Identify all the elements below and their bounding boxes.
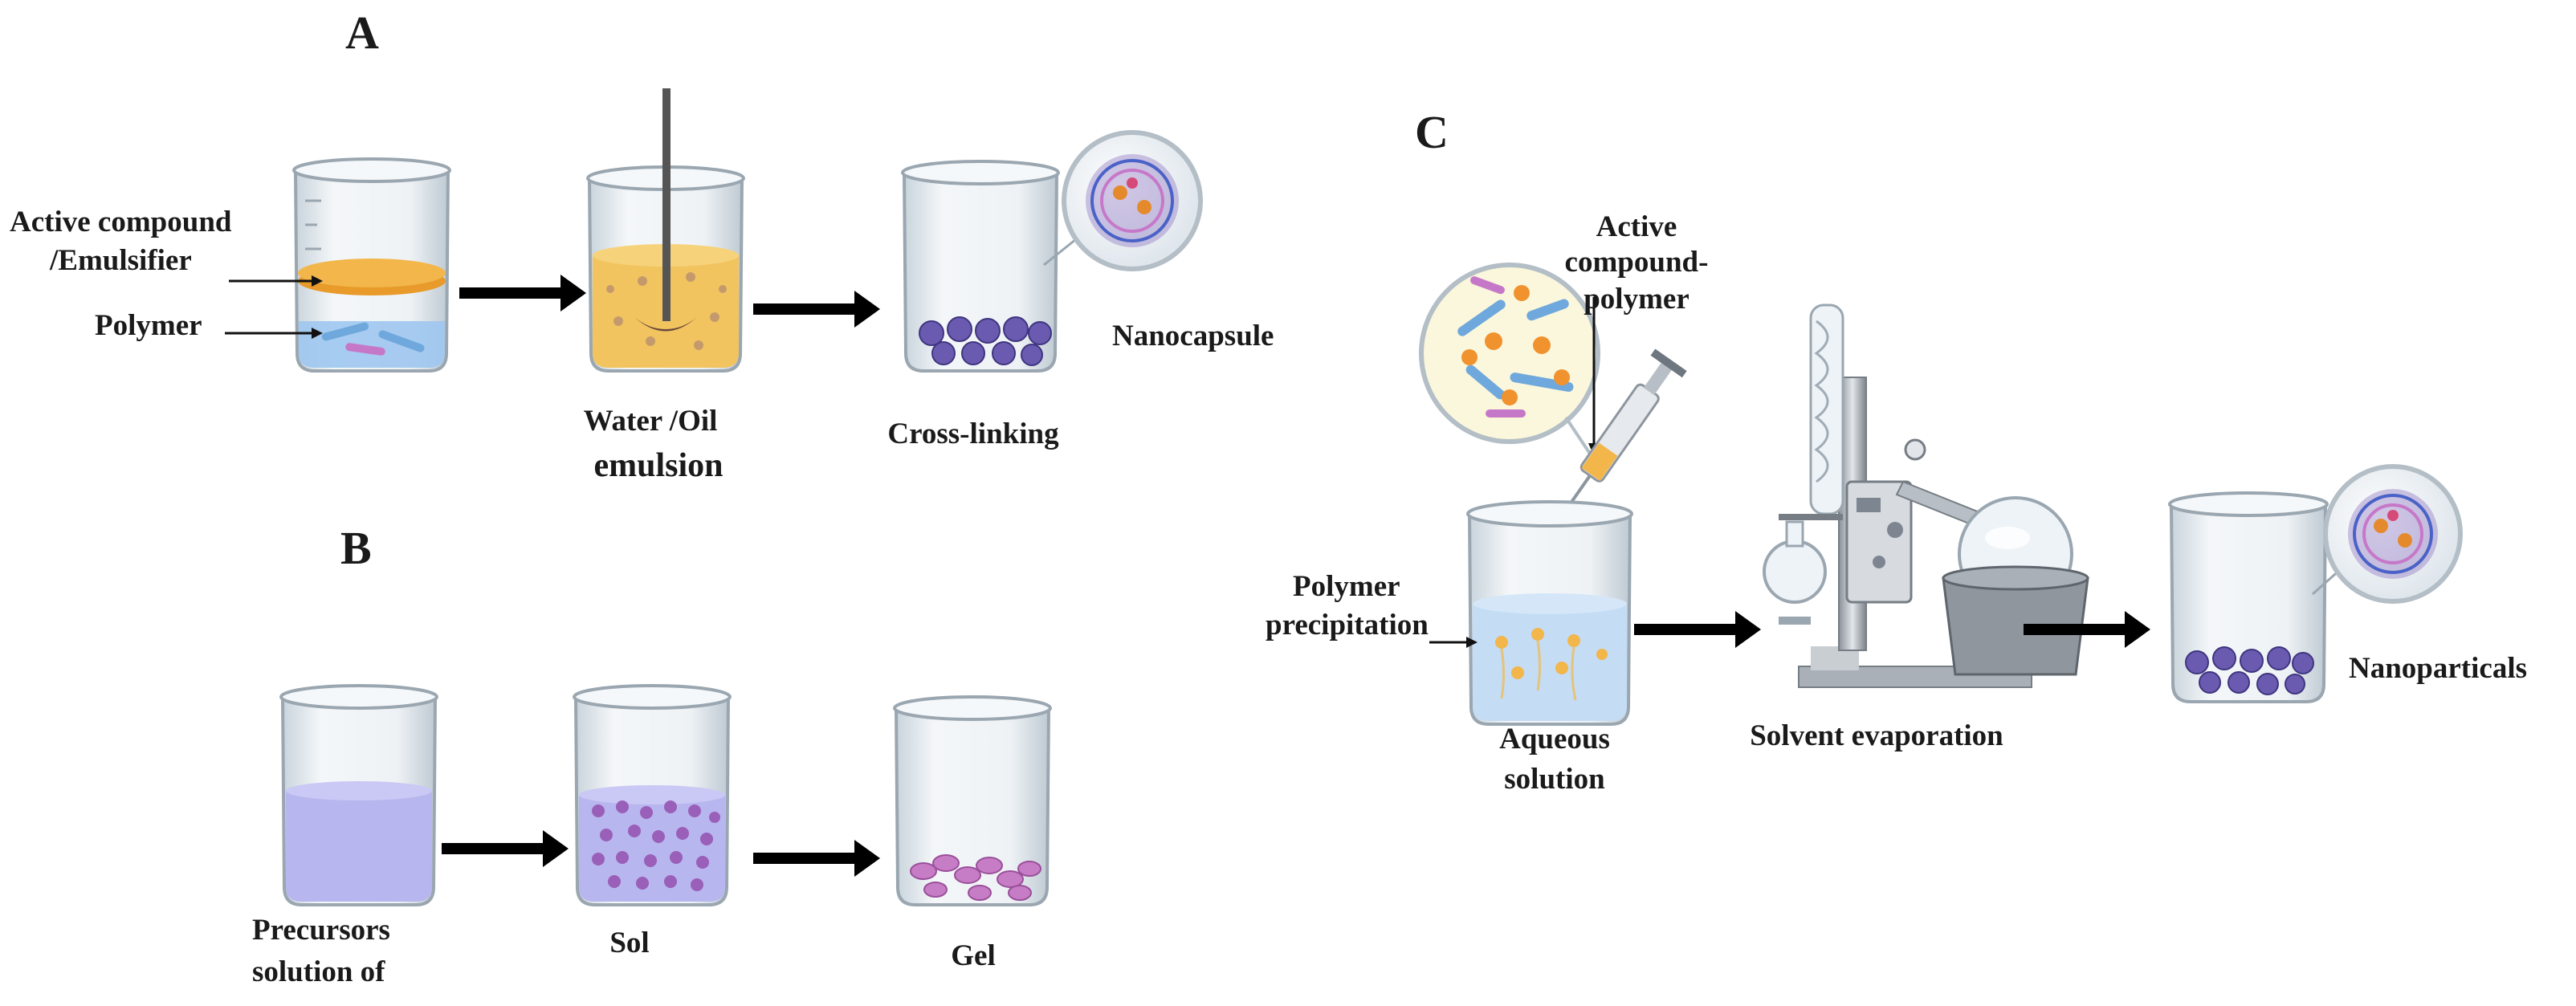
label-precipitation: precipitation <box>1266 609 1429 641</box>
beaker-b1 <box>279 684 438 906</box>
label-active-compound: Active compound <box>10 206 232 238</box>
leader-arrows-a1 <box>225 275 323 339</box>
beaker-a2 <box>586 88 745 373</box>
beaker-a1 <box>292 157 451 373</box>
label-emulsion: emulsion <box>593 447 723 484</box>
beaker-b2 <box>573 684 732 906</box>
label-nanoparticals: Nanoparticals <box>2349 652 2527 685</box>
arrow-b2-b3 <box>753 840 880 877</box>
beaker-a3 <box>901 130 1203 373</box>
label-polymer-c: polymer <box>1584 283 1689 316</box>
label-precursors: Precursors <box>252 914 390 947</box>
label-water-oil: Water /Oil <box>583 405 718 438</box>
label-sol: Sol <box>609 927 650 959</box>
active-compound-bubble <box>1419 263 1600 467</box>
label-solvent-evaporation: Solvent evaporation <box>1750 719 2003 752</box>
panel-label-b: B <box>340 522 372 574</box>
arrow-c1-c2 <box>1634 611 1761 648</box>
beaker-c1 <box>1466 500 1633 726</box>
panel-label-a: A <box>345 6 379 59</box>
label-aqueous: Aqueous <box>1499 723 1610 756</box>
label-nanocapsule: Nanocapsule <box>1112 320 1274 352</box>
beaker-c3 <box>2168 464 2463 703</box>
leader-arrow-precipitation <box>1429 637 1478 648</box>
label-gel: Gel <box>951 939 996 972</box>
label-cross-linking: Cross-linking <box>887 417 1059 450</box>
arrow-a2-a3 <box>753 291 880 328</box>
label-polymer-a: Polymer <box>95 309 202 342</box>
beaker-b3 <box>893 695 1052 906</box>
label-solution: solution <box>1504 763 1605 796</box>
arrow-a1-a2 <box>459 275 586 312</box>
arrow-b1-b2 <box>442 830 569 867</box>
label-emulsifier: /Emulsifier <box>50 244 192 277</box>
label-compound: compound- <box>1564 246 1709 279</box>
panel-label-c: C <box>1415 106 1449 158</box>
arrow-c2-c3 <box>2024 611 2150 648</box>
label-polymer-precip: Polymer <box>1293 570 1400 603</box>
label-active: Active <box>1596 210 1677 243</box>
rotary-evaporator <box>1763 303 2089 688</box>
label-solution-of: solution of <box>252 955 385 988</box>
